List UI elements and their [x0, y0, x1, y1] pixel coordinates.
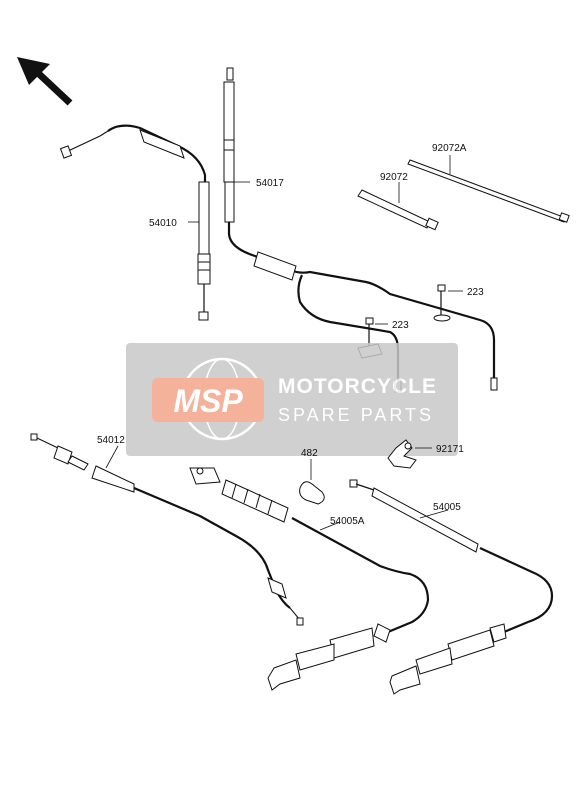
label-223-lower: 223 [392, 320, 409, 331]
cable-54017[interactable] [223, 67, 498, 393]
watermark: MSP MOTORCYCLE SPARE PARTS [126, 343, 458, 456]
bolt-223-upper[interactable] [433, 284, 463, 322]
label-54005A: 54005A [330, 516, 365, 527]
watermark-logo-text: MSP [173, 383, 243, 419]
label-92072: 92072 [380, 172, 408, 183]
watermark-line2: SPARE PARTS [278, 405, 434, 425]
watermark-line1: MOTORCYCLE [278, 375, 437, 398]
label-223-upper: 223 [467, 287, 484, 298]
label-54012: 54012 [97, 435, 125, 446]
tie-strap-92072A[interactable] [407, 155, 570, 223]
cable-54012[interactable] [30, 433, 304, 626]
tie-strap-92072[interactable] [357, 182, 439, 231]
cable-54005A[interactable] [189, 467, 430, 691]
label-482: 482 [301, 448, 318, 459]
label-92171: 92171 [436, 444, 464, 455]
arrow-up-left-icon [17, 57, 73, 106]
cable-54010[interactable] [59, 124, 211, 321]
bracket-92171[interactable] [387, 439, 432, 469]
label-54017: 54017 [256, 178, 284, 189]
label-54010: 54010 [149, 218, 177, 229]
clip-482[interactable] [299, 459, 325, 505]
label-92072A: 92072A [432, 143, 467, 154]
label-54005: 54005 [433, 502, 461, 513]
watermark-logo-badge [152, 378, 264, 422]
cable-54005[interactable] [349, 479, 554, 695]
